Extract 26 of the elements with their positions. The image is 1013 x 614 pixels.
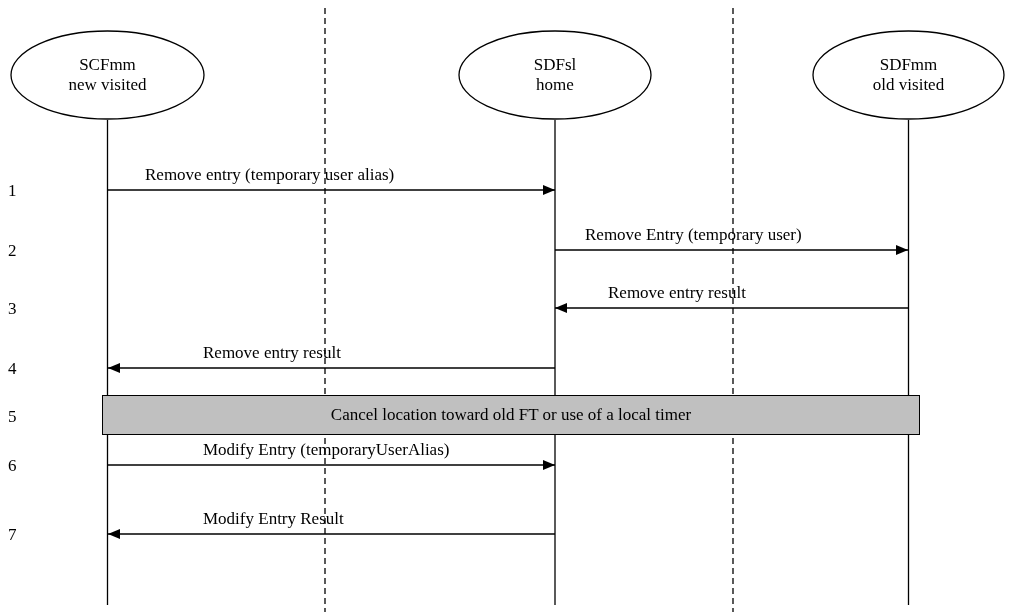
participant-name: SDFmm old visited bbox=[871, 55, 946, 95]
step-number: 2 bbox=[8, 241, 17, 261]
message-label: Modify Entry (temporaryUserAlias) bbox=[203, 441, 450, 459]
message-label: Remove entry result bbox=[203, 344, 341, 362]
message-arrow bbox=[554, 303, 909, 313]
process-box bbox=[102, 395, 920, 435]
step-number: 3 bbox=[8, 299, 17, 319]
participant-lifeline-drawing bbox=[10, 30, 205, 605]
step-text: Cancel location toward old FT or use of a local timer bbox=[330, 405, 692, 425]
step-number: 4 bbox=[8, 359, 17, 379]
step-number: 7 bbox=[8, 525, 17, 545]
step-number: 1 bbox=[8, 181, 17, 201]
message-arrow bbox=[107, 363, 556, 373]
message-label: Remove Entry (temporary user) bbox=[585, 226, 802, 244]
participant-lifeline-drawing bbox=[812, 30, 1005, 605]
message-arrow bbox=[554, 245, 909, 255]
message-label: Remove entry (temporary user alias) bbox=[145, 166, 395, 184]
message-arrow bbox=[107, 185, 556, 195]
message-arrow bbox=[107, 460, 556, 470]
message-label: Modify Entry Result bbox=[203, 510, 344, 528]
step-number: 5 bbox=[8, 407, 17, 427]
participant-name: SCFmm new visited bbox=[67, 55, 148, 95]
participant-name: SDFsl home bbox=[532, 55, 578, 95]
step-number: 6 bbox=[8, 456, 17, 476]
message-arrow bbox=[107, 529, 556, 539]
message-label: Remove entry result bbox=[608, 284, 746, 302]
